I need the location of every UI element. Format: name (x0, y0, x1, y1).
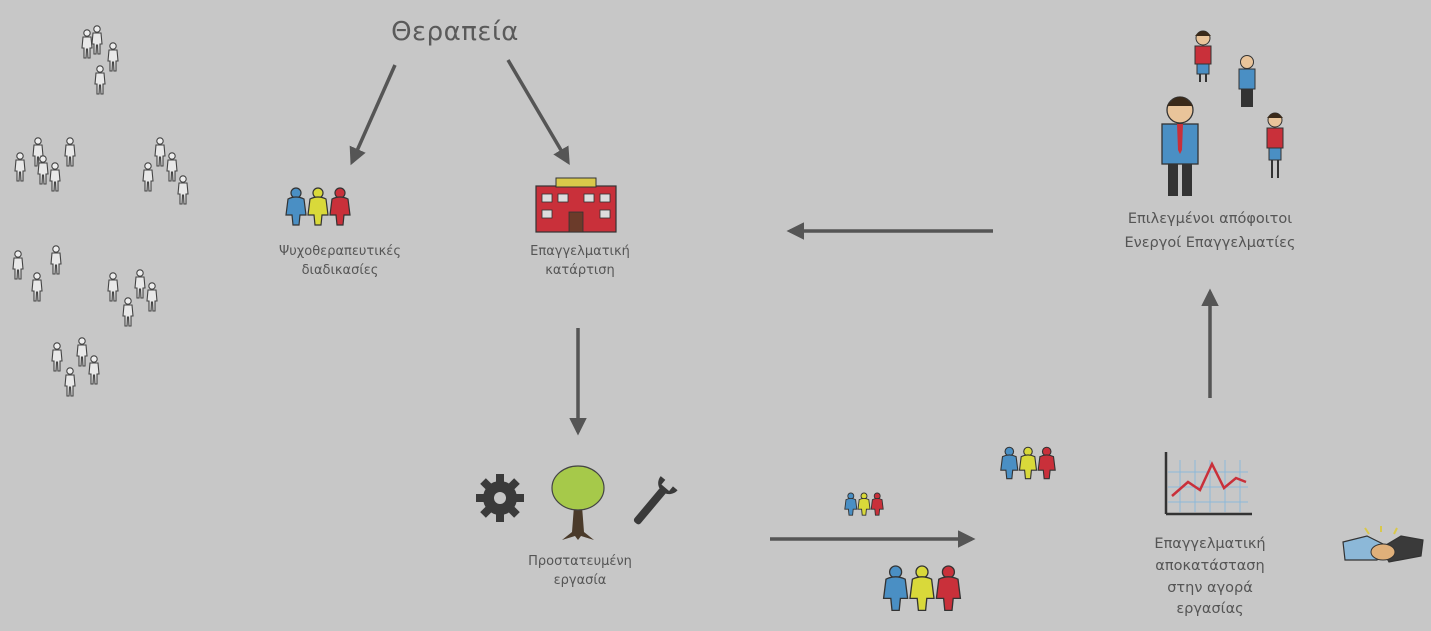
gear-icon (476, 474, 524, 522)
school-building-icon (535, 177, 617, 233)
people-group-icon (882, 565, 962, 612)
label-rehabilitation: Επαγγελματική αποκατάσταση στην αγορά ερ… (1154, 536, 1266, 618)
diagram-title: Θεραπεία (391, 17, 519, 47)
label-psychotherapy: Ψυχοθεραπευτικές διαδικασίες (279, 244, 401, 278)
small-people-group-icon (844, 492, 884, 516)
people-group-icon (285, 187, 351, 226)
label-protected-work: Προστατευμένη εργασία (528, 554, 632, 588)
tree-icon (551, 465, 605, 540)
arrow-to-training (506, 59, 570, 166)
label-graduates: Επιλεγμένοι απόφοιτοι Ενεργοί Επαγγελματ… (1124, 211, 1296, 251)
growth-chart-icon (1164, 452, 1252, 516)
patients-icon (12, 25, 189, 397)
handshake-icon (1342, 526, 1424, 563)
people-group-icon (1000, 446, 1056, 480)
label-vocational-training: Επαγγελματική κατάρτιση (530, 244, 630, 278)
arrow-to-psychotherapy (349, 64, 397, 166)
wrench-icon (633, 476, 678, 525)
professionals-icon (1161, 30, 1284, 196)
